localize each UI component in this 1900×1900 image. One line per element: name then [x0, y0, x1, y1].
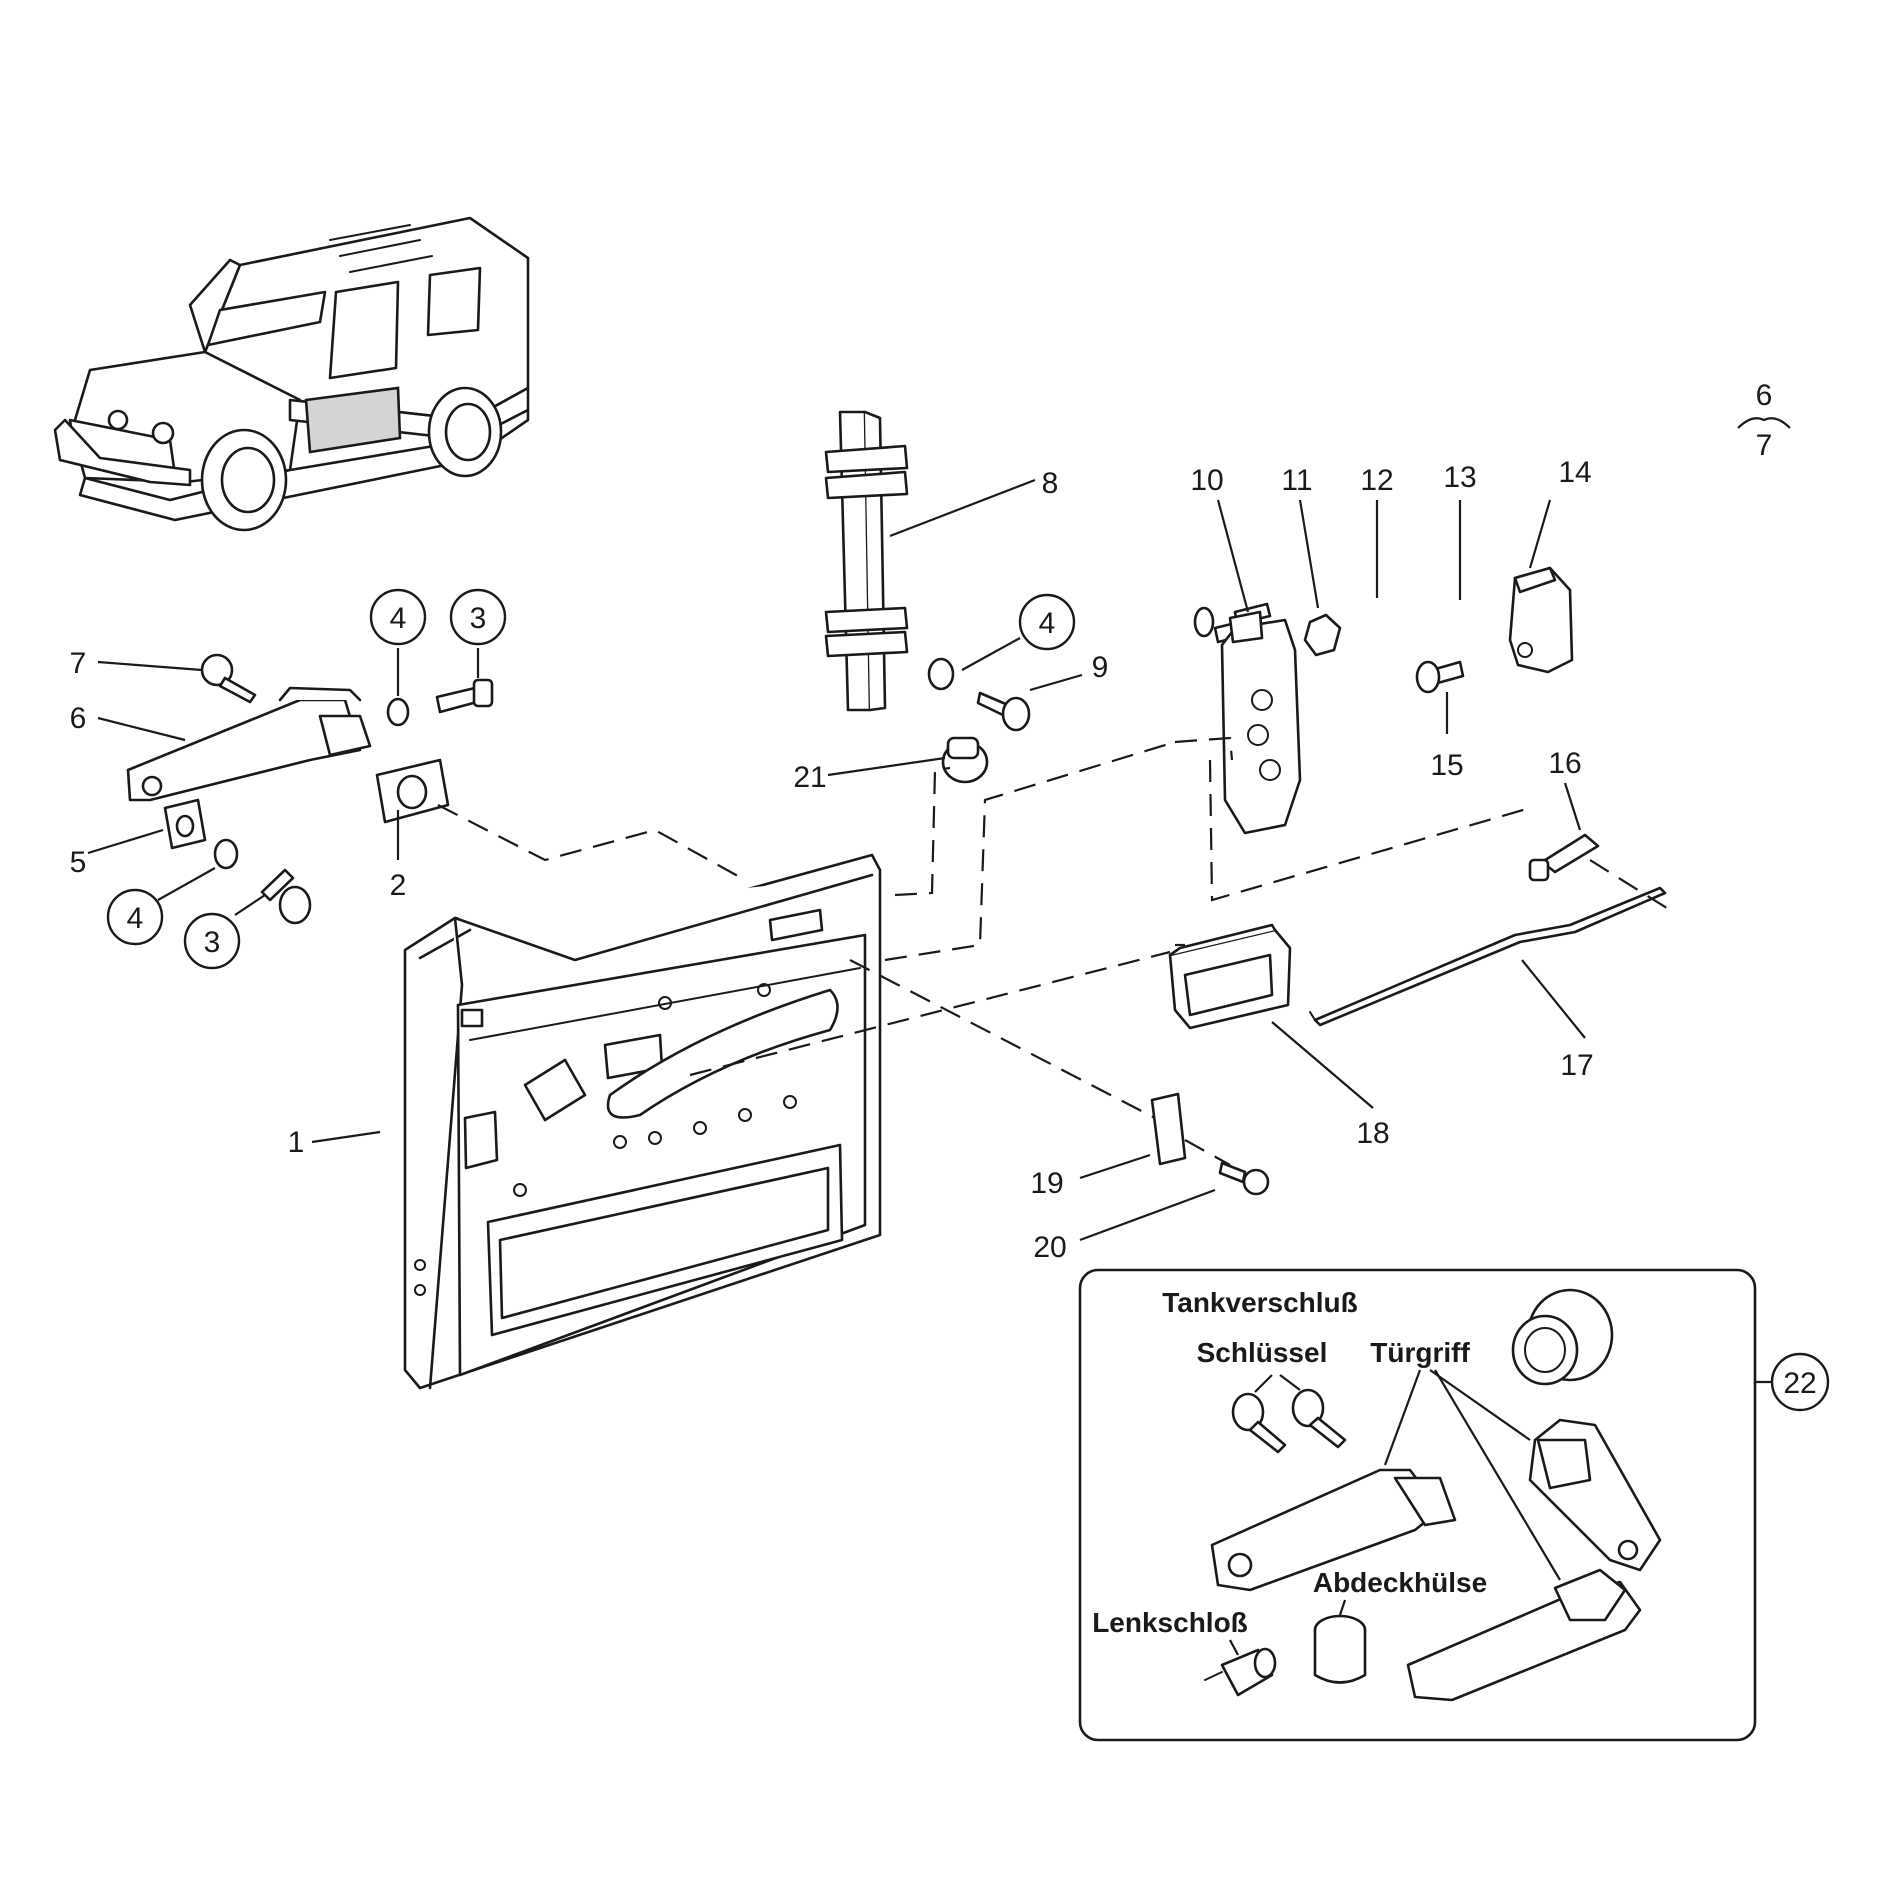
seal-plate	[375, 758, 450, 824]
callout-4: 4	[127, 902, 144, 935]
callout-4: 4	[390, 602, 407, 635]
label-tank-cap: Tankverschluß	[1162, 1287, 1358, 1318]
callout-2: 2	[390, 869, 407, 902]
callout-22: 22	[1783, 1367, 1816, 1400]
outer-door-handle	[126, 686, 372, 802]
callout-3: 3	[204, 926, 221, 959]
label-cover-sleeve: Abdeckhülse	[1313, 1567, 1487, 1598]
callout-17: 17	[1560, 1049, 1593, 1082]
inner-door-handle	[1168, 923, 1292, 1030]
callout-8: 8	[1042, 467, 1059, 500]
callout-7: 7	[70, 647, 87, 680]
callout-16: 16	[1548, 747, 1581, 780]
callout-10: 10	[1190, 464, 1223, 497]
door-panel	[403, 853, 882, 1390]
callout-1: 1	[288, 1126, 305, 1159]
assembly-lines	[437, 736, 1671, 1166]
callout-19: 19	[1030, 1167, 1063, 1200]
callout-15: 15	[1430, 749, 1463, 782]
window-guide-rail	[824, 410, 909, 712]
handle-gasket	[163, 798, 207, 850]
key	[200, 653, 257, 704]
callout-12: 12	[1360, 464, 1393, 497]
variant-note: 6 7	[1737, 379, 1791, 462]
door-lock-mechanism	[1220, 610, 1342, 835]
cover-sleeve	[1313, 1599, 1367, 1684]
variant-top: 6	[1756, 379, 1773, 412]
inset-door-handles	[1210, 1369, 1662, 1702]
trim-clip	[1150, 1092, 1187, 1166]
callout-6: 6	[70, 702, 87, 735]
vehicle-illustration	[53, 216, 530, 532]
label-steering-lock: Lenkschloß	[1092, 1607, 1248, 1638]
callout-13: 13	[1443, 461, 1476, 494]
callout-14: 14	[1558, 456, 1591, 489]
steering-lock	[1204, 1639, 1277, 1697]
washer	[213, 657, 955, 870]
callout-11: 11	[1281, 464, 1312, 497]
callout-20: 20	[1033, 1231, 1066, 1264]
inset-keys	[1231, 1374, 1347, 1454]
label-door-handle: Türgriff	[1370, 1337, 1470, 1368]
lock-striker	[1508, 566, 1574, 674]
lock-rod	[1309, 886, 1667, 1027]
callout-4: 4	[1039, 607, 1056, 640]
label-key: Schlüssel	[1197, 1337, 1328, 1368]
callout-3: 3	[470, 602, 487, 635]
rubber-stop	[941, 736, 989, 784]
callout-numbers: 1 2 3 3 4 4 4 5 6 7 8 9 10 11 12 13 14 1…	[70, 456, 1830, 1412]
callout-5: 5	[70, 846, 87, 879]
tank-cap	[1511, 1288, 1614, 1386]
callout-18: 18	[1356, 1117, 1389, 1150]
accessory-set-inset: Tankverschluß Schlüssel Türgriff Abdeckh…	[1078, 1268, 1772, 1742]
leader-lines	[87, 478, 1586, 1242]
callout-21: 21	[793, 761, 826, 794]
variant-bottom: 7	[1756, 429, 1773, 462]
lock-pin	[1528, 833, 1600, 882]
callout-9: 9	[1092, 651, 1109, 684]
